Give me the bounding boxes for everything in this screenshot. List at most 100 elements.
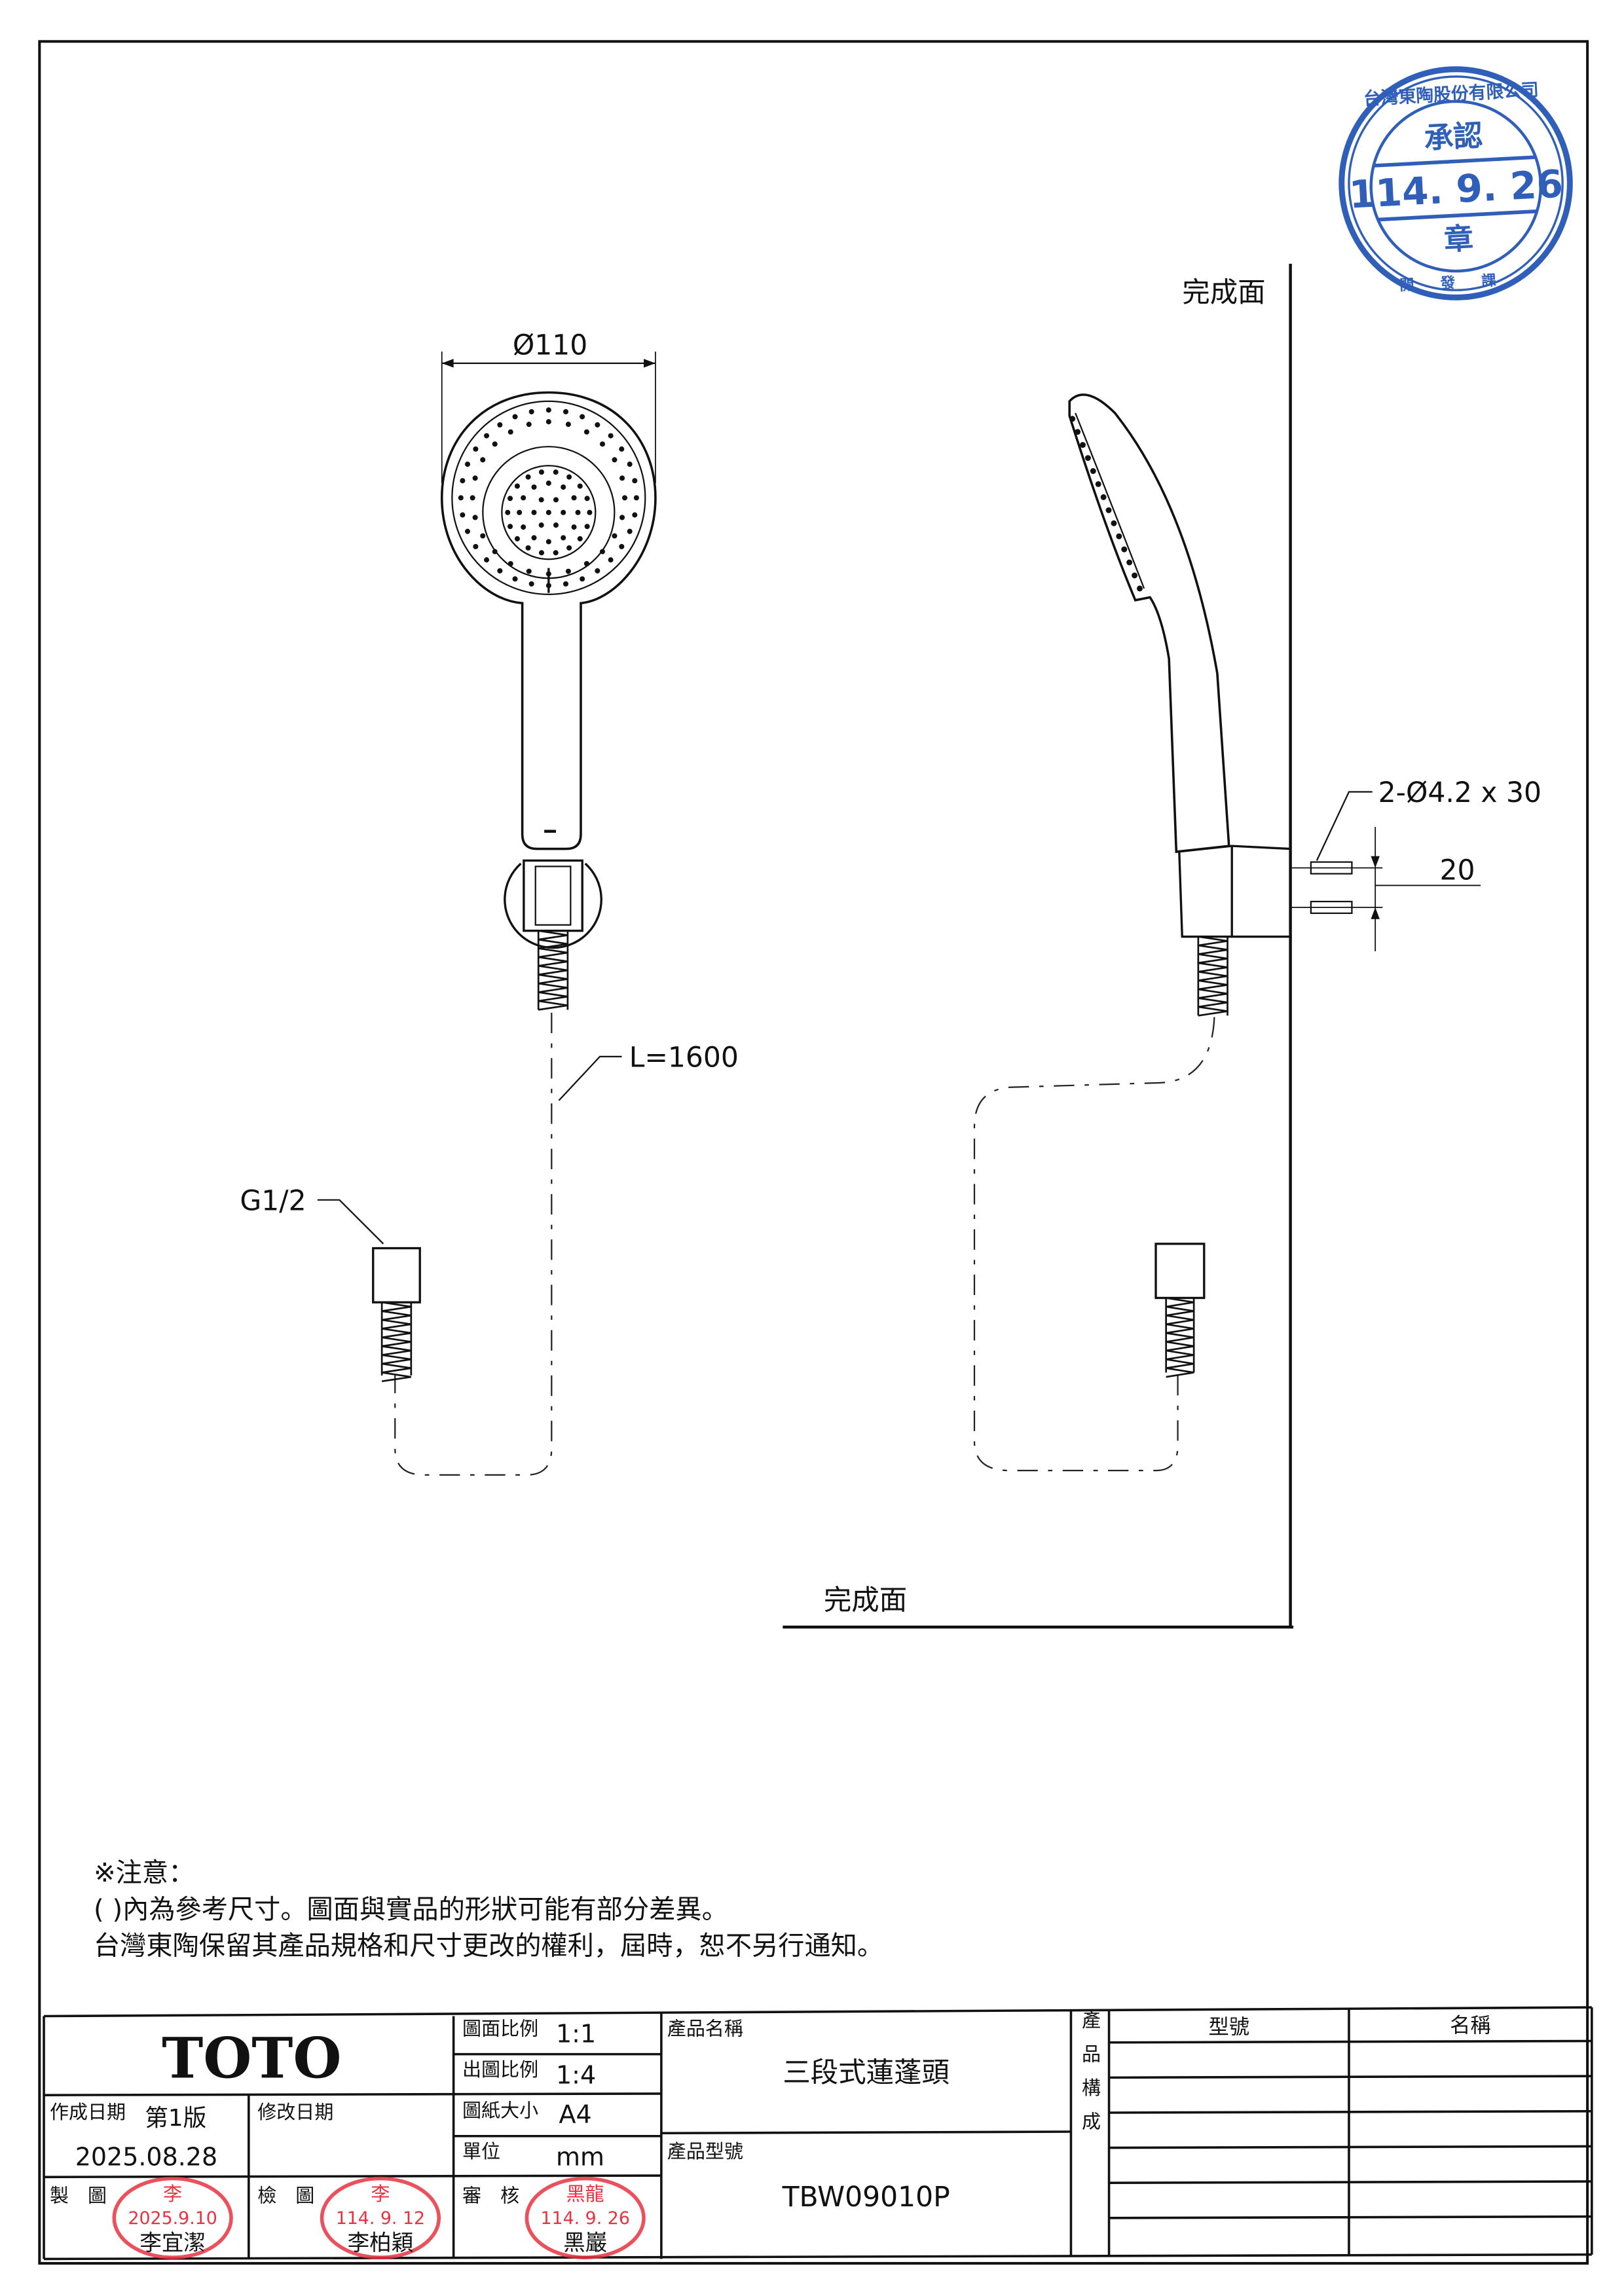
- checked-label: 檢 圖: [257, 2184, 314, 2206]
- nozzle-dot: [1121, 546, 1128, 553]
- nozzle-dot: [512, 576, 518, 582]
- screw-label: 2-Ø4.2 x 30: [1378, 777, 1541, 809]
- drawing-scale-label: 圖面比例: [462, 2018, 538, 2040]
- nozzle-dot: [507, 560, 513, 567]
- revised-label: 修改日期: [257, 2101, 333, 2123]
- nozzle-dot: [1126, 559, 1133, 566]
- nozzle-dot: [580, 576, 585, 582]
- nozzle-dot: [545, 539, 551, 545]
- nozzle-dot: [619, 446, 625, 452]
- finished-surface-label-wall: 完成面: [1182, 277, 1265, 309]
- notes-line-2: 台灣東陶保留其產品規格和尺寸更改的權利，屆時，恕不另行通知。: [94, 1931, 883, 1961]
- checked-by-name: 李柏穎: [348, 2230, 414, 2255]
- approval-stamp-date: 114. 9. 26: [1348, 162, 1564, 217]
- nozzle-dot: [484, 433, 490, 439]
- nozzle-dot: [1069, 416, 1076, 422]
- nozzle-dot: [599, 441, 606, 447]
- nozzle-dot: [470, 495, 475, 501]
- notes-heading: ※注意：: [94, 1858, 194, 1888]
- nozzle-dot: [619, 515, 625, 520]
- nozzle-dot: [563, 581, 569, 587]
- hose-coil: [538, 930, 568, 1011]
- composition-label: 產品構成: [1079, 2010, 1101, 2145]
- nozzle-dot: [464, 528, 471, 534]
- nozzle-dot: [583, 429, 589, 435]
- nozzle-dot: [553, 550, 559, 556]
- approval-stamp-footer: 開發課: [1399, 270, 1523, 295]
- sheet-border: [38, 40, 1589, 2265]
- nozzle-dot: [458, 495, 464, 501]
- nozzle-dot: [553, 497, 559, 503]
- nozzle-dot: [612, 533, 618, 539]
- nozzle-dot: [507, 429, 513, 435]
- nozzle-dot: [633, 495, 639, 501]
- nozzle-dot: [545, 481, 551, 486]
- nozzle-dot: [531, 535, 537, 541]
- nozzle-dot: [619, 543, 625, 549]
- nozzle-dot: [632, 512, 638, 518]
- nozzle-dot: [571, 524, 577, 530]
- title-block: [43, 2006, 1593, 2261]
- front-view: Ø110 L=1600 G1/2: [240, 329, 739, 1476]
- nozzle-dot: [517, 509, 523, 515]
- nozzle-dot: [514, 483, 520, 489]
- created-date: 2025.08.28: [75, 2142, 217, 2171]
- hose-path-front: [394, 1012, 553, 1476]
- nozzle-dot: [599, 549, 606, 555]
- nozzle-dot: [512, 414, 518, 420]
- shower-head-front: [440, 391, 657, 850]
- nozzle-dot: [526, 422, 532, 428]
- nozzle-dot: [627, 528, 633, 534]
- nozzle-dot: [553, 522, 559, 528]
- nozzle-dot: [1075, 429, 1081, 435]
- hose-nut-front: [372, 1247, 421, 1303]
- drawn-stamp-date: 2025.9.10: [128, 2208, 217, 2229]
- nozzle-dot: [497, 422, 503, 428]
- nozzle-dot: [580, 414, 585, 420]
- nozzle-dot: [497, 568, 503, 574]
- nozzle-dot: [619, 475, 625, 481]
- nozzle-dot: [492, 441, 498, 447]
- hose-path-side: [973, 1017, 1215, 1472]
- nozzle-dot: [480, 533, 486, 539]
- nozzle-dot: [627, 462, 633, 467]
- hose-nut-side: [1154, 1243, 1206, 1300]
- nozzle-dot: [1080, 442, 1086, 448]
- approval-stamp-bottom: 章: [1443, 221, 1474, 257]
- nozzle-dot: [525, 474, 531, 480]
- nozzle-dot: [460, 478, 466, 484]
- nozzle-dot: [561, 535, 566, 541]
- nozzle-dot: [531, 484, 537, 490]
- reviewed-stamp-surname: 黑龍: [566, 2183, 604, 2205]
- thread-label: G1/2: [240, 1185, 306, 1217]
- reviewed-stamp: 黑龍 114. 9. 26 黑巖: [525, 2176, 646, 2259]
- nozzle-dot: [1137, 585, 1143, 592]
- nozzle-dot: [507, 496, 513, 501]
- nozzle-dot: [608, 557, 614, 563]
- unit-value: mm: [556, 2142, 604, 2171]
- unit-label: 單位: [462, 2140, 500, 2162]
- paper-size-value: A4: [559, 2100, 591, 2129]
- nozzle-dot: [526, 568, 532, 574]
- product-model: TBW09010P: [782, 2181, 950, 2214]
- nozzle-dot: [473, 446, 479, 452]
- nozzle-dot: [1132, 572, 1138, 579]
- nozzle-dot: [1105, 507, 1112, 513]
- holder-front: [504, 859, 602, 949]
- composition-column-model: 型號: [1208, 2015, 1249, 2039]
- drawn-stamp: 李 2025.9.10 李宜潔: [112, 2176, 233, 2259]
- hose-coil: [1198, 936, 1228, 1017]
- print-scale-label: 出圖比例: [462, 2058, 538, 2081]
- nozzle-dot: [1100, 494, 1107, 500]
- screw-spacing-label: 20: [1439, 855, 1475, 887]
- print-scale-value: 1:4: [556, 2060, 596, 2089]
- nozzle-dot: [464, 462, 471, 467]
- nozzle-dot: [584, 496, 590, 501]
- nozzle-dot: [561, 509, 566, 515]
- nozzle-dot: [521, 524, 526, 530]
- nozzle-dot: [1111, 520, 1117, 526]
- nozzle-dot: [563, 409, 569, 414]
- nozzle-dot: [584, 524, 590, 530]
- nozzle-dot: [571, 495, 577, 501]
